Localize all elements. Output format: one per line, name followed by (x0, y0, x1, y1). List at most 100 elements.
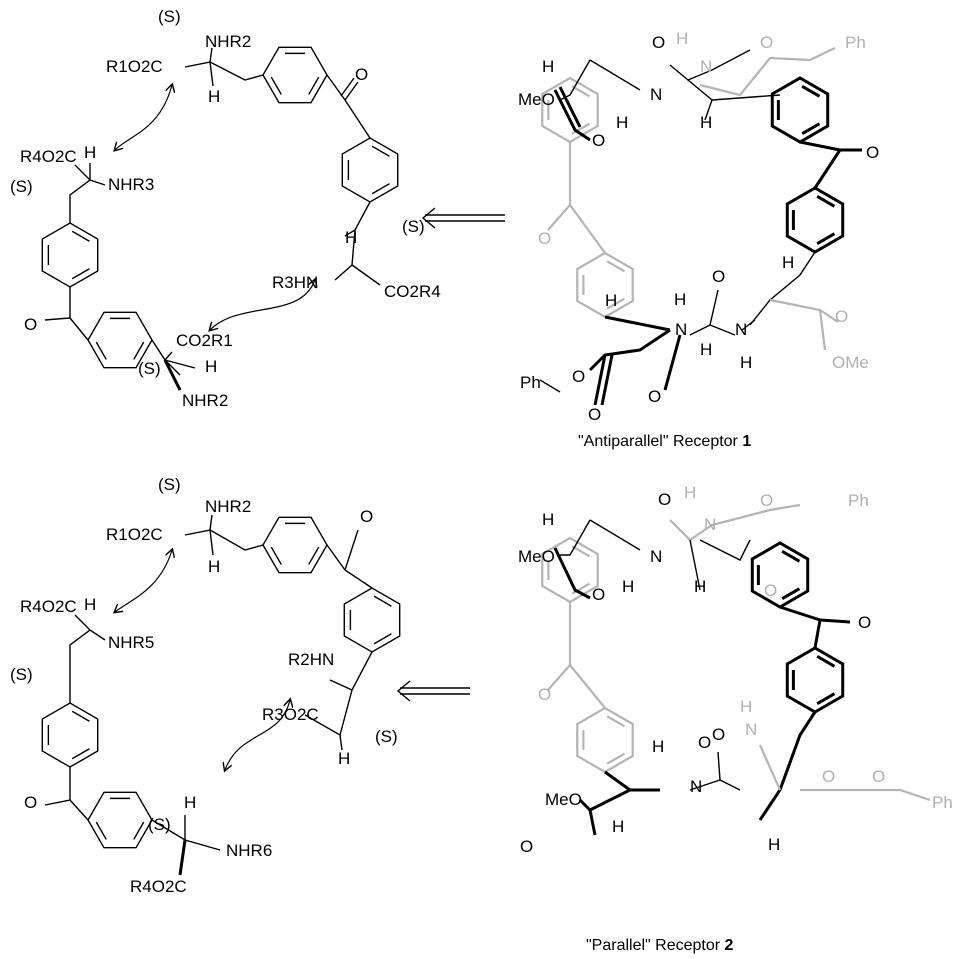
receptor-1-gray-label: H (676, 29, 688, 48)
bond (604, 315, 671, 332)
bond (779, 605, 822, 649)
receptor-1-gray-label: N (700, 57, 712, 76)
left-1-label: CO2R1 (176, 331, 233, 350)
bond (326, 544, 373, 589)
bond (711, 94, 781, 101)
benzene-ring (343, 587, 401, 653)
receptor-1-label: H (740, 353, 752, 372)
left-2-label: (S) (10, 665, 33, 684)
left-1-label: NHR2 (205, 32, 251, 51)
h-bond-arrow (210, 280, 315, 330)
bond (164, 359, 196, 369)
benzene-ring (341, 137, 399, 203)
bond (209, 61, 214, 87)
receptor-1-label: O (592, 131, 605, 150)
bond (209, 529, 214, 556)
bond (340, 77, 355, 97)
ring-double-bond (371, 145, 390, 157)
ring-double-bond (95, 821, 107, 840)
ring-double-bond (571, 545, 591, 558)
bond (164, 351, 173, 361)
ring-double-bond (308, 76, 320, 95)
left-2-label: (S) (375, 727, 398, 746)
bond (553, 89, 591, 142)
receptor-1-gray-label: O (835, 307, 848, 326)
receptor-1-number: 1 (742, 433, 751, 450)
receptor-1-label: H (542, 57, 554, 76)
ring-double-bond (816, 654, 836, 668)
left-2-label: O (360, 507, 373, 526)
left-1-label: R4O2C (20, 147, 77, 166)
ring-double-bond (571, 582, 591, 595)
receptor-2-gray-label: Ph (932, 793, 953, 812)
receptor-2-label: MeO (518, 547, 555, 566)
benzene-ring (41, 222, 99, 288)
receptor-1-label: O (866, 143, 879, 162)
benzene-ring (576, 706, 634, 774)
receptor-1-label: N (675, 320, 687, 339)
left-2-label: H (338, 749, 350, 768)
bond (669, 503, 801, 542)
left-2-label: NHR2 (205, 497, 251, 516)
bond (699, 539, 751, 561)
left-1-label: H (345, 228, 357, 247)
receptor-2-label: O (520, 837, 533, 856)
ring-double-bond (781, 549, 801, 563)
receptor-2-label: N (690, 777, 702, 796)
receptor-1-gray-label: Ph (845, 33, 866, 52)
bond (89, 629, 106, 641)
bond (699, 47, 836, 97)
left-2-label: NHR5 (108, 633, 154, 652)
bond (558, 86, 582, 128)
ring-double-bond (801, 84, 821, 98)
ring-double-bond (606, 715, 626, 728)
bond (709, 324, 736, 336)
retro-arrow-head (396, 680, 411, 702)
ring-double-bond (133, 821, 145, 840)
receptor-1-label: H (700, 113, 712, 132)
left-2-label: R4O2C (130, 877, 187, 896)
bond (184, 514, 213, 536)
bond (818, 309, 827, 351)
bond (69, 317, 89, 341)
receptor-2-gray-label: H (684, 483, 696, 502)
ring-double-bond (816, 232, 836, 246)
receptor-1-label: O (652, 33, 665, 52)
receptor-2-caption: "Parallel" Receptor 2 (586, 937, 734, 954)
bond-skeletons (41, 46, 931, 876)
bond (589, 59, 641, 91)
receptor-2-caption-text: "Parallel" Receptor (586, 937, 725, 954)
bond (758, 744, 782, 791)
left-2-label: H (84, 595, 96, 614)
receptor-2-gray-label: O (538, 685, 551, 704)
receptor-2-label: O (858, 613, 871, 632)
receptor-1-label: MeO (518, 90, 555, 109)
bond (44, 767, 71, 806)
bond (339, 734, 343, 751)
bond (799, 140, 843, 189)
bond (209, 529, 264, 551)
h-bond-arrow (225, 700, 290, 770)
left-2-label: R2HN (288, 650, 334, 669)
receptor-2-label: H (542, 510, 554, 529)
ring-double-bond (71, 710, 90, 722)
left-2-label: O (24, 793, 37, 812)
bond (749, 251, 816, 326)
receptor-2-gray-label: O (764, 581, 777, 600)
bond (588, 328, 671, 372)
benzene-ring (262, 516, 328, 574)
bond (593, 354, 607, 406)
receptor-2-gray-label: O (872, 767, 885, 786)
receptor-1-gray-label: O (538, 229, 551, 248)
left-1-label: O (24, 315, 37, 334)
benzene-ring (262, 46, 328, 104)
bond (163, 359, 182, 391)
receptor-1-gray-label: O (760, 33, 773, 52)
ring-double-bond (571, 85, 591, 98)
ring-double-bond (816, 194, 836, 208)
receptor-1-label: O (648, 387, 661, 406)
left-1-label: (S) (402, 217, 425, 236)
left-2-label: (S) (158, 475, 181, 494)
